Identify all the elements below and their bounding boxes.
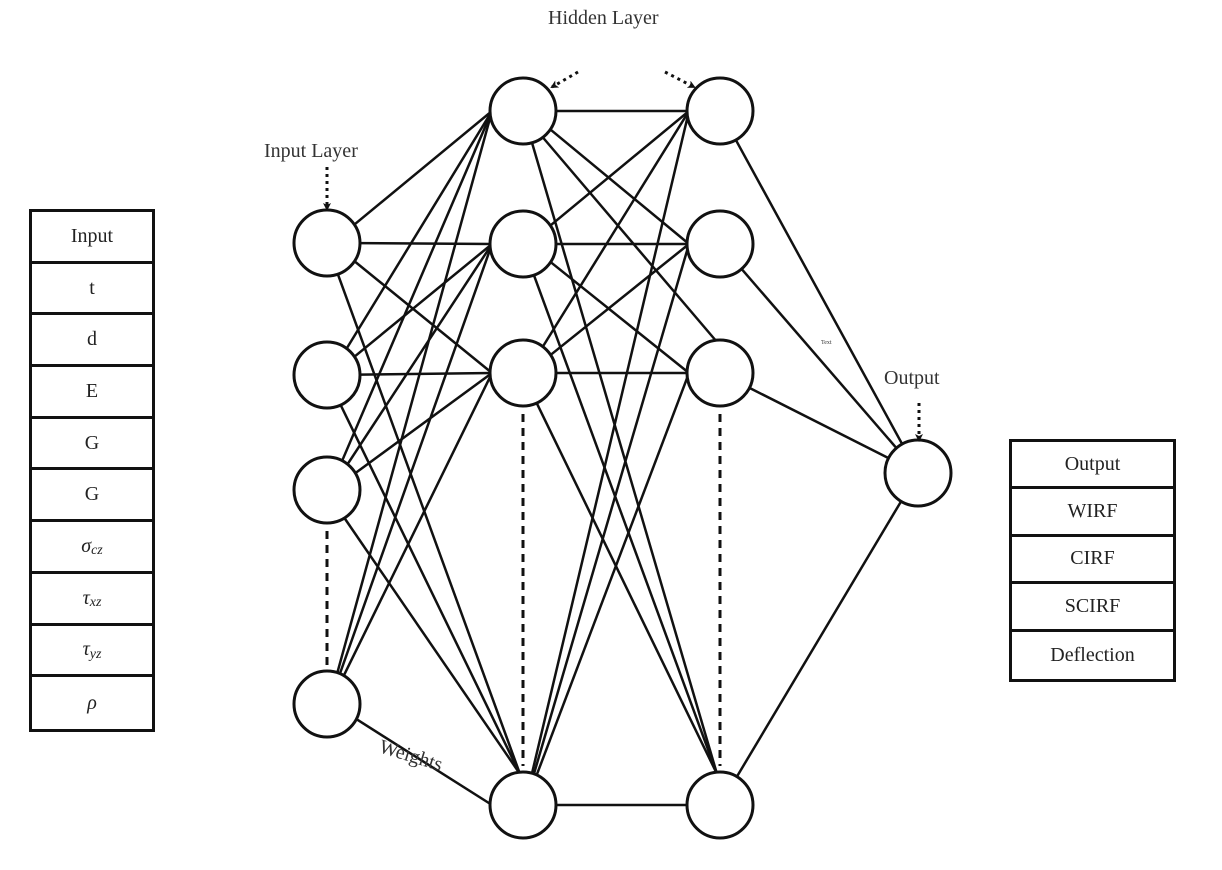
weight-edge [336,273,522,775]
input-var-subscript: xz [89,595,102,611]
input-row-g1: G [32,418,152,471]
weight-edge [734,139,904,445]
hidden2-neuron [685,338,755,408]
weight-edge [359,241,493,246]
hidden-layer-arrow-left-icon [550,70,579,89]
weight-edge [342,372,494,677]
weight-edge [535,402,719,775]
input-var-label: G [84,483,100,506]
weight-edge [541,110,691,348]
input-row-rho: ρ [32,677,152,729]
weight-edge [530,142,719,775]
input-neuron [292,208,362,278]
output-row-scirf: SCIRF [1012,584,1173,632]
output-row-cirf: CIRF [1012,536,1173,585]
weight-edge [740,268,898,449]
input-neuron [292,340,362,410]
weight-edge [345,110,494,350]
output-label: Output [884,367,940,389]
hidden1-neuron [488,209,558,279]
input-var-label: σ [81,534,92,557]
weight-edge [549,243,690,356]
weight-edge [353,260,493,374]
ellipsis-dashes [325,414,722,766]
input-var-subscript: yz [89,646,102,662]
input-var-label: τ [82,586,90,609]
weight-connections [336,109,904,807]
weight-edge [735,500,903,778]
weight-edge [532,243,691,775]
hidden2-neuron [685,76,755,146]
input-var-subscript: cz [91,543,103,559]
weight-edge [354,371,493,475]
hidden2-neuron [685,770,755,840]
input-row-t: t [32,263,152,316]
weight-edge [353,243,493,358]
weight-edge [343,517,522,775]
hidden1-neuron [488,770,558,840]
weight-edge [339,404,522,775]
input-row-e: E [32,367,152,419]
input-neuron [292,669,362,739]
edge-text-bg [819,337,839,346]
hidden-layer-label: Hidden Layer [548,7,659,29]
input-var-label: G [84,431,100,454]
input-var-label: t [89,276,95,299]
hidden1-neuron [488,76,558,146]
hidden1-neuron [488,338,558,408]
weight-edge [353,110,493,226]
weight-edge [532,274,719,775]
input-var-label: τ [82,638,90,661]
input-var-label: ρ [87,691,97,714]
weight-edge [336,110,494,673]
output-neuron [883,438,953,508]
input-var-label: d [87,328,97,351]
weights-label: Weights [377,736,446,776]
weight-edge [549,128,690,245]
weight-edge [535,372,691,776]
weight-edge [346,243,494,465]
hidden2-neuron [685,209,755,279]
weight-edge [748,386,890,460]
output-variables-table: Output WIRF CIRF SCIRF Deflection [1009,439,1176,682]
input-neuron [292,455,362,525]
weight-edge [541,136,718,343]
weight-edge [549,261,690,374]
hidden-layer-arrow-right-icon [664,70,696,89]
weight-edge [338,243,494,675]
input-row-d: d [32,315,152,368]
output-row-deflection: Deflection [1012,631,1173,679]
weight-edge [530,110,691,774]
weight-edge [359,371,493,376]
input-var-label: E [85,379,99,402]
weight-edge [549,110,690,227]
input-row-g2: G [32,470,152,523]
input-layer-label: Input Layer [264,140,358,162]
weight-edge [341,110,494,462]
input-table-header: Input [32,212,152,264]
output-row-wirf: WIRF [1012,489,1173,537]
output-table-header: Output [1012,442,1173,490]
weight-edge [355,718,493,807]
edge-text-label: Text [821,340,832,346]
